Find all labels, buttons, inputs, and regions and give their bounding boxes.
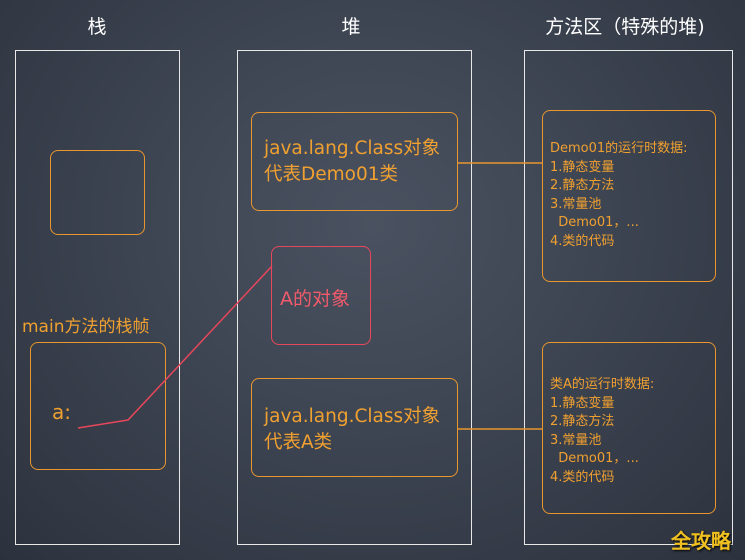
stack-empty-frame bbox=[50, 150, 145, 235]
heap-title: 堆 bbox=[341, 16, 361, 38]
heap-column bbox=[237, 50, 472, 545]
variable-a-label: a: bbox=[52, 400, 71, 424]
method-area-column bbox=[524, 50, 733, 545]
class-object-a-box bbox=[251, 378, 458, 477]
demo01-runtime-text: Demo01的运行时数据: 1.静态变量 2.静态方法 3.常量池 Demo01… bbox=[550, 140, 688, 251]
class-object-demo01-box bbox=[251, 112, 458, 211]
a-runtime-line-4: 3.常量池 bbox=[550, 432, 602, 448]
demo01-runtime-line-5: Demo01，... bbox=[550, 215, 639, 230]
main-stack-frame bbox=[30, 342, 166, 470]
class-object-a-text: java.lang.Class对象 代表A类 bbox=[264, 404, 440, 456]
demo01-runtime-box bbox=[542, 110, 716, 282]
a-object-box bbox=[271, 246, 371, 345]
main-frame-label: main方法的栈帧 bbox=[22, 317, 150, 337]
demo01-runtime-line-3: 2.静态方法 bbox=[550, 178, 615, 193]
a-runtime-line-1: 类A的运行时数据: bbox=[550, 377, 655, 392]
demo01-runtime-line-1: Demo01的运行时数据: bbox=[550, 141, 688, 156]
watermark-logo: 全攻略 bbox=[671, 529, 731, 553]
reference-a-to-object-connector bbox=[77, 265, 273, 429]
class-object-a-line-2: 代表A类 bbox=[264, 432, 333, 453]
a-object-label: A的对象 bbox=[280, 288, 350, 310]
class-object-demo01-text: java.lang.Class对象 代表Demo01类 bbox=[264, 136, 440, 188]
class-object-demo01-line-2: 代表Demo01类 bbox=[264, 164, 399, 185]
a-runtime-line-5: Demo01，... bbox=[550, 451, 639, 466]
demo01-runtime-line-6: 4.类的代码 bbox=[550, 233, 615, 249]
demo01-runtime-line-4: 3.常量池 bbox=[550, 196, 602, 212]
class-object-demo01-line-1: java.lang.Class对象 bbox=[264, 138, 441, 159]
a-runtime-box bbox=[542, 342, 716, 514]
method-area-title: 方法区（特殊的堆) bbox=[545, 16, 705, 38]
stack-title: 栈 bbox=[87, 16, 107, 38]
class-object-a-line-1: java.lang.Class对象 bbox=[264, 406, 441, 427]
demo01-runtime-line-2: 1.静态变量 bbox=[550, 159, 615, 175]
a-runtime-line-6: 4.类的代码 bbox=[550, 469, 615, 485]
a-runtime-line-2: 1.静态变量 bbox=[550, 395, 615, 411]
a-runtime-text: 类A的运行时数据: 1.静态变量 2.静态方法 3.常量池 Demo01，...… bbox=[550, 376, 654, 487]
a-runtime-line-3: 2.静态方法 bbox=[550, 414, 615, 429]
stack-column bbox=[15, 50, 180, 545]
